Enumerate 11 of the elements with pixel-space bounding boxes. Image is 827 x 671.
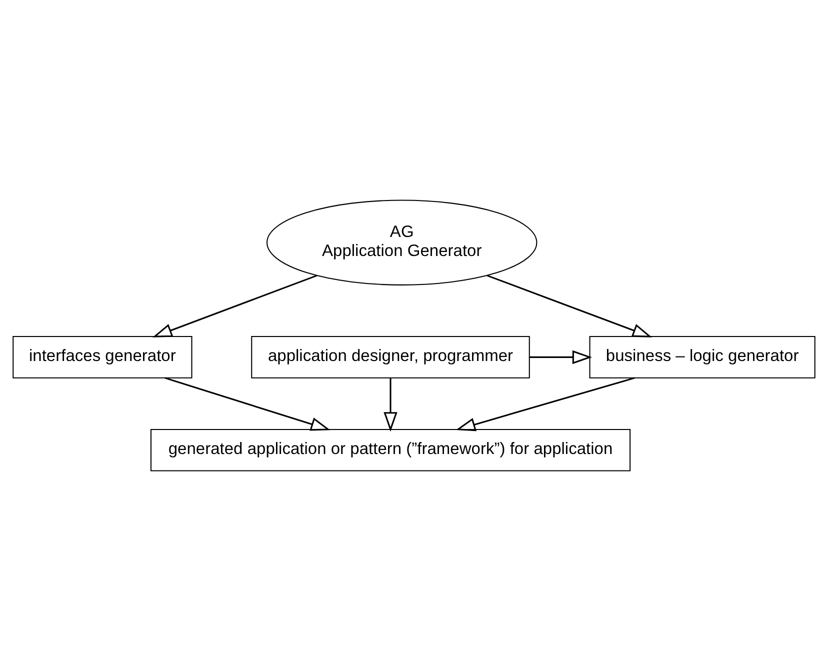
arrow: [164, 377, 330, 431]
node-box: generated application or pattern (”framework”) for application: [150, 428, 630, 472]
node-box: business – logic generator: [588, 336, 815, 378]
node-box: application designer, programmer: [250, 336, 530, 378]
arrow: [486, 274, 652, 338]
node-box: interfaces generator: [12, 336, 192, 378]
arrow: [455, 377, 634, 432]
arrow: [383, 378, 397, 432]
node-ellipse: AG Application Generator: [266, 200, 537, 286]
arrow: [152, 274, 317, 338]
arrow: [529, 350, 592, 364]
